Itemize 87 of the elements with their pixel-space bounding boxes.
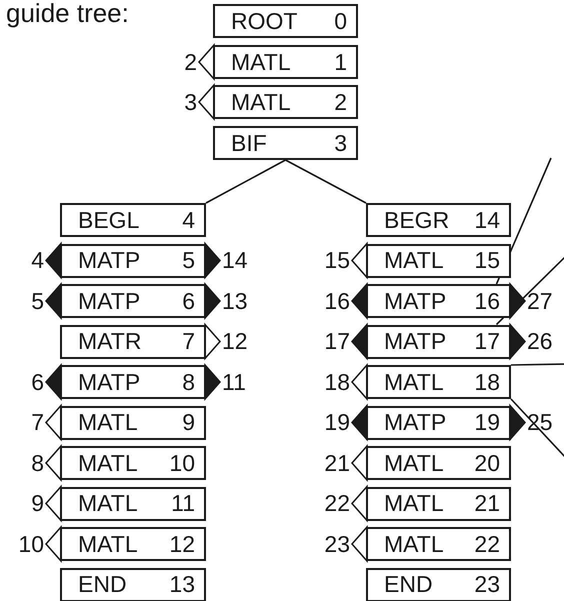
state-box xyxy=(366,406,511,440)
index-number: 8 xyxy=(31,452,44,474)
node-type-text: BIF xyxy=(231,132,267,154)
state-box xyxy=(60,284,206,318)
node-index-text: 7 xyxy=(182,330,195,353)
index-number: 21 xyxy=(324,452,350,474)
connector-line xyxy=(510,363,564,366)
node-index-text: 12 xyxy=(169,532,195,556)
index-number: 13 xyxy=(222,290,248,312)
node-index-text: 16 xyxy=(474,290,500,312)
node-type-text: MATL xyxy=(78,452,138,474)
node-type-text: MATP xyxy=(78,370,140,394)
node-type-text: BEGL xyxy=(78,208,140,232)
index-number: 14 xyxy=(222,249,248,272)
node-index-text: 17 xyxy=(474,330,500,353)
connector-line xyxy=(206,159,286,204)
node-index-text: 18 xyxy=(474,370,500,394)
node-type-text: ROOT xyxy=(231,10,298,32)
node-index-text: 22 xyxy=(474,532,500,556)
state-box xyxy=(366,568,511,601)
index-number: 7 xyxy=(31,411,44,434)
node-index-text: 19 xyxy=(474,411,500,434)
state-box xyxy=(366,324,511,358)
node-type-text: MATR xyxy=(78,330,142,353)
index-number: 27 xyxy=(527,290,553,312)
index-number: 19 xyxy=(324,411,350,434)
node-index-text: 8 xyxy=(182,370,195,394)
node-type-text: MATP xyxy=(78,249,140,272)
state-box xyxy=(366,284,511,318)
node-index-text: 2 xyxy=(334,90,347,114)
node-type-text: MATL xyxy=(384,452,444,474)
node-type-text: MATP xyxy=(384,290,446,312)
index-number: 15 xyxy=(324,249,350,272)
index-number: 11 xyxy=(222,370,246,394)
node-type-text: MATP xyxy=(78,290,140,312)
state-box xyxy=(60,203,206,237)
node-index-text: 10 xyxy=(169,452,195,474)
node-type-text: END xyxy=(384,573,433,596)
state-box xyxy=(60,365,206,399)
index-number: 16 xyxy=(324,290,350,312)
node-index-text: 14 xyxy=(474,208,500,232)
node-type-text: MATL xyxy=(78,532,138,556)
node-index-text: 4 xyxy=(182,208,195,232)
node-type-text: MATP xyxy=(384,330,446,353)
state-box xyxy=(213,4,358,38)
index-number: 4 xyxy=(31,249,44,272)
node-index-text: 13 xyxy=(169,573,195,596)
state-box xyxy=(60,568,206,601)
index-number: 9 xyxy=(31,492,44,515)
index-number: 6 xyxy=(31,370,44,394)
node-type-text: MATL xyxy=(384,249,444,272)
node-type-text: END xyxy=(78,573,127,596)
node-type-text: MATP xyxy=(384,411,446,434)
index-number: 10 xyxy=(18,532,44,556)
node-type-text: MATL xyxy=(384,370,444,394)
node-index-text: 20 xyxy=(474,452,500,474)
node-index-text: 3 xyxy=(334,132,347,154)
node-index-text: 0 xyxy=(334,10,347,32)
connector-line xyxy=(285,159,366,204)
state-box xyxy=(213,126,358,160)
node-index-text: 15 xyxy=(474,249,500,272)
node-type-text: BEGR xyxy=(384,208,450,232)
node-index-text: 9 xyxy=(182,411,195,434)
node-index-text: 6 xyxy=(182,290,195,312)
index-number: 5 xyxy=(31,290,44,312)
node-index-text: 23 xyxy=(474,573,500,596)
index-number: 12 xyxy=(222,330,248,353)
node-index-text: 21 xyxy=(474,492,500,515)
index-number: 18 xyxy=(324,370,350,394)
node-type-text: MATL xyxy=(384,532,444,556)
node-type-text: MATL xyxy=(78,492,138,515)
node-index-text: 1 xyxy=(334,50,347,74)
index-number: 3 xyxy=(184,90,197,114)
index-number: 22 xyxy=(324,492,350,515)
node-type-text: MATL xyxy=(384,492,444,515)
node-index-text: 5 xyxy=(182,249,195,272)
title: guide tree: xyxy=(6,0,129,26)
index-number: 23 xyxy=(324,532,350,556)
node-type-text: MATL xyxy=(231,50,291,74)
index-number: 26 xyxy=(527,330,553,353)
state-box xyxy=(366,203,511,237)
node-type-text: MATL xyxy=(231,90,291,114)
index-number: 17 xyxy=(324,330,350,353)
node-index-text: 11 xyxy=(171,492,195,515)
state-box xyxy=(60,244,206,278)
index-number: 2 xyxy=(184,50,197,74)
node-type-text: MATL xyxy=(78,411,138,434)
